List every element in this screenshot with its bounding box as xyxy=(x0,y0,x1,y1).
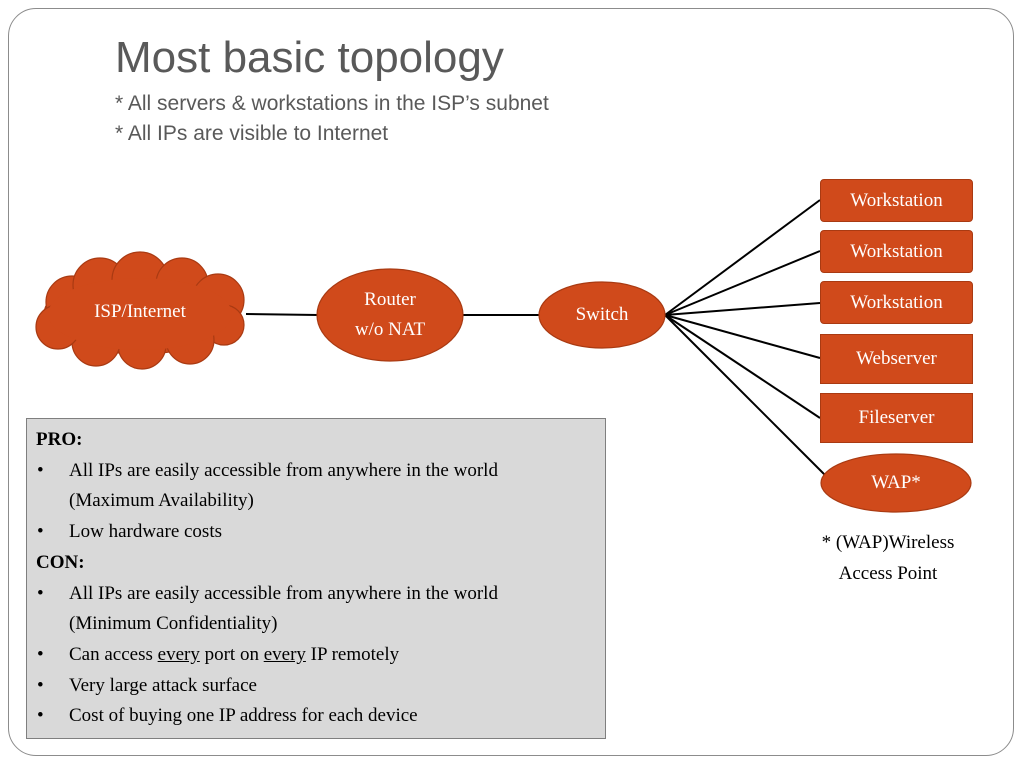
con-list: All IPs are easily accessible from anywh… xyxy=(36,579,595,733)
con-item-1-line-1: All IPs are easily accessible from anywh… xyxy=(69,582,498,604)
router-label: Router w/o NAT xyxy=(318,284,462,346)
slide-frame xyxy=(8,8,1014,756)
con-heading: CON: xyxy=(36,551,85,573)
router-node xyxy=(316,268,464,362)
router-label-line-1: Router xyxy=(364,289,416,310)
con-item-2-part-2: port on xyxy=(199,643,264,665)
link-switch-wap xyxy=(664,314,829,479)
pro-item-1-line-2: (Maximum Availability) xyxy=(69,490,254,512)
pro-con-box: PRO: All IPs are easily accessible from … xyxy=(26,418,606,739)
subtitle-line-2: * All IPs are visible to Internet xyxy=(115,122,389,145)
router-label-line-2: w/o NAT xyxy=(354,319,426,340)
footnote-line-2: Access Point xyxy=(838,563,938,584)
con-item-2-part-1: Can access xyxy=(69,643,158,665)
wap-label: WAP* xyxy=(871,472,921,493)
link-isp-router xyxy=(245,313,319,316)
switch-node xyxy=(538,281,666,349)
link-switch-workstation-3 xyxy=(664,302,821,316)
slide-title: Most basic topology xyxy=(115,33,504,82)
wap-footnote: * (WAP)Wireless Access Point xyxy=(790,527,986,589)
workstation-node-3: Workstation xyxy=(820,281,973,324)
con-item-2-every-1: every xyxy=(157,643,200,665)
con-item-4: Cost of buying one IP address for each d… xyxy=(36,701,595,732)
pro-item-2: Low hardware costs xyxy=(36,517,595,548)
workstation-node-2: Workstation xyxy=(820,230,973,273)
pro-item-1: All IPs are easily accessible from anywh… xyxy=(36,456,595,517)
wap-node xyxy=(820,453,972,513)
con-item-2-part-3: IP remotely xyxy=(305,643,400,665)
fileserver-node: Fileserver xyxy=(820,393,973,443)
subtitle-line-1: * All servers & workstations in the ISP’… xyxy=(115,92,549,115)
link-switch-fileserver xyxy=(664,314,821,419)
con-item-2-every-2: every xyxy=(263,643,306,665)
workstation-node-1: Workstation xyxy=(820,179,973,222)
pro-heading: PRO: xyxy=(36,429,83,450)
con-item-1: All IPs are easily accessible from anywh… xyxy=(36,579,595,640)
webserver-node: Webserver xyxy=(820,334,973,384)
pro-item-1-line-1: All IPs are easily accessible from anywh… xyxy=(69,459,498,481)
link-switch-webserver xyxy=(664,314,821,359)
pro-item-2-line-1: Low hardware costs xyxy=(69,521,223,543)
con-item-2: Can access every port on every IP remote… xyxy=(36,640,595,671)
footnote-line-1: * (WAP)Wireless xyxy=(821,532,955,553)
pro-list: All IPs are easily accessible from anywh… xyxy=(36,456,595,548)
link-switch-workstation-1 xyxy=(664,199,821,316)
con-item-3: Very large attack surface xyxy=(36,671,595,702)
link-switch-workstation-2 xyxy=(664,250,821,316)
switch-label: Switch xyxy=(575,304,629,325)
con-item-1-line-2: (Minimum Confidentiality) xyxy=(69,613,278,635)
switch-fanout xyxy=(664,199,829,479)
isp-internet-label: ISP/Internet xyxy=(94,301,186,322)
